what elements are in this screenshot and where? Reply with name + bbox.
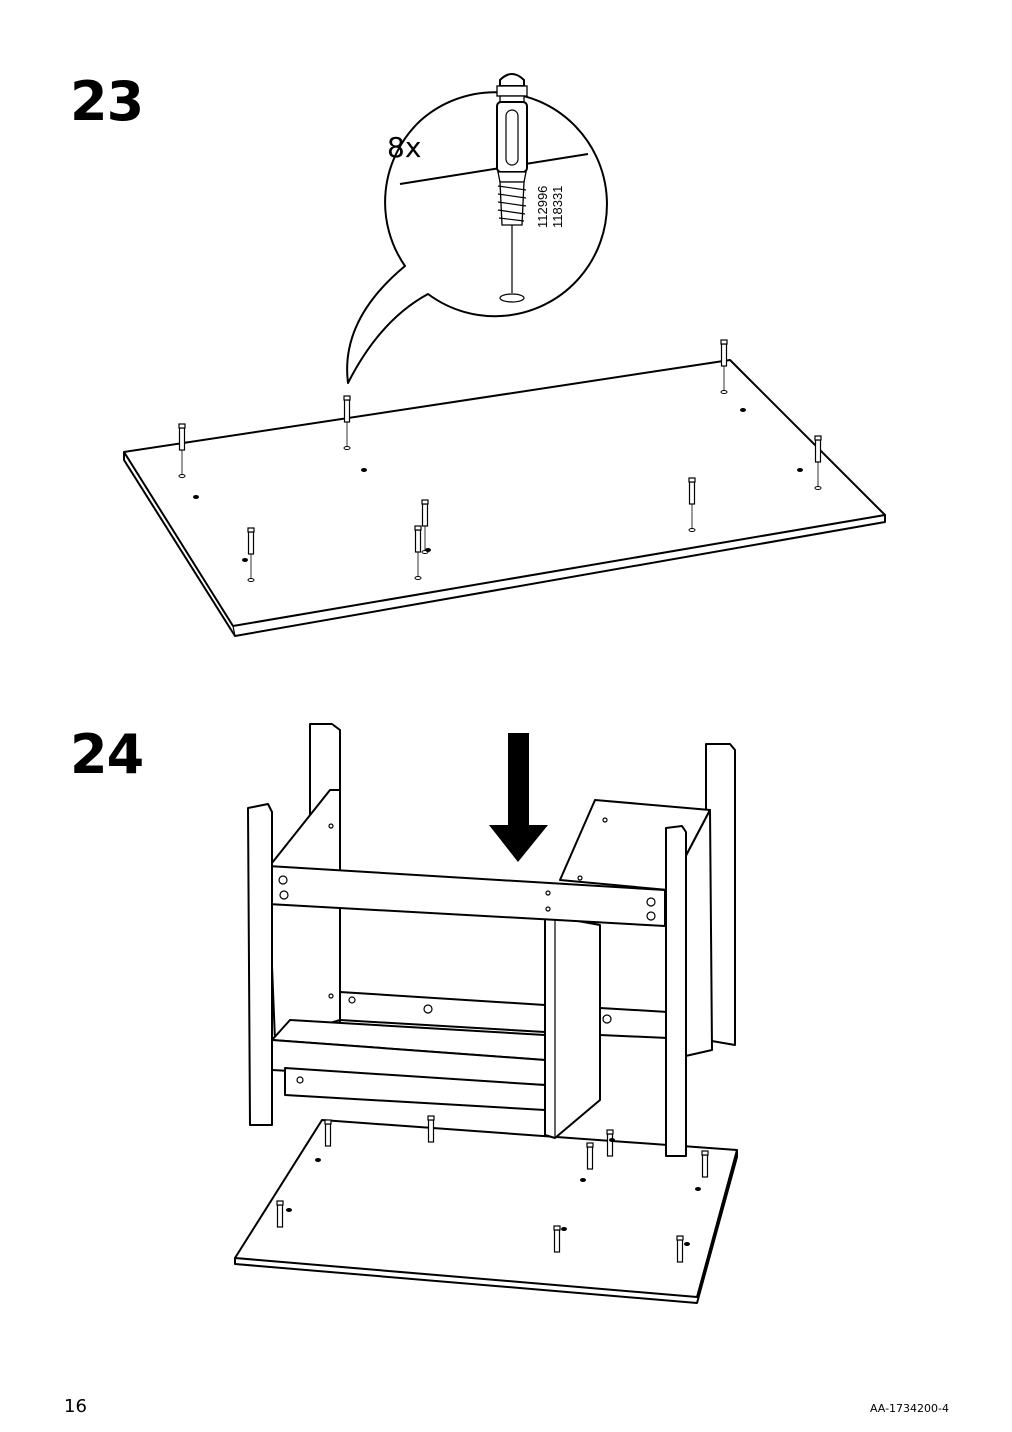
cam-dowel-icon [421, 499, 429, 554]
down-arrow-icon [489, 733, 548, 862]
cam-dowel-icon [414, 525, 422, 580]
cam-dowel-icon [688, 477, 696, 532]
cam-dowel-icon [343, 395, 351, 450]
document-id: AA-1734200-4 [869, 1402, 949, 1415]
cam-dowel-icon [324, 1119, 332, 1147]
cam-dowel-icon [701, 1150, 709, 1178]
cam-dowel-icon [814, 435, 822, 490]
cam-dowel-icon [720, 339, 728, 394]
page-number: 16 [64, 1396, 87, 1417]
step-number-24: 24 [70, 723, 144, 786]
cam-dowel-icon [586, 1142, 594, 1170]
quantity-label: 8x [387, 131, 422, 164]
cam-dowel-icon [676, 1235, 684, 1263]
step-number-23: 23 [70, 70, 144, 133]
cam-dowel-icon [178, 423, 186, 478]
cam-dowel-icon [427, 1115, 435, 1143]
cam-dowel-icon [276, 1200, 284, 1228]
cam-dowel-icon [247, 527, 255, 582]
cam-dowel-icon [606, 1129, 614, 1157]
cam-dowel-icon [496, 73, 528, 303]
cam-dowel-icon [553, 1225, 561, 1253]
